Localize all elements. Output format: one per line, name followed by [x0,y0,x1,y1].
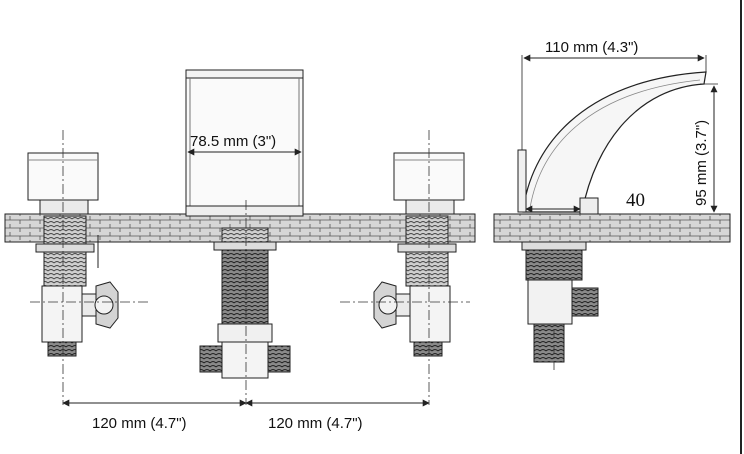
right-spacing-label: 120 mm (4.7") [268,415,363,432]
spout-width-dimension: 78.5 mm (3") [187,133,302,156]
right-valve [373,215,457,357]
left-spacing-label: 120 mm (4.7") [92,415,187,432]
side-deck-plate [493,213,731,243]
left-valve [35,215,119,357]
center-shank [199,227,291,379]
side-depth-dimension: 110 mm (4.3") [521,39,707,150]
side-height-label: 95 mm (3.7") [693,120,710,206]
center-spout [185,69,304,217]
front-view: 78.5 mm (3") 120 mm (4.7") 120 mm (4.7") [4,69,476,432]
left-handle [27,152,99,215]
side-small-label: 40 [626,190,645,211]
side-spout [517,71,707,215]
center-lines [30,130,470,405]
side-body [521,241,599,363]
spacing-dimensions: 120 mm (4.7") 120 mm (4.7") [62,399,430,432]
side-view: 110 mm (4.3") 95 mm (3.7") 40 [493,39,731,370]
spout-width-label: 78.5 mm (3") [190,133,276,150]
side-small-dimension: 40 [525,190,645,213]
side-depth-label: 110 mm (4.3") [545,39,638,56]
side-height-dimension: 95 mm (3.7") [693,83,718,213]
frame-border [740,0,742,454]
